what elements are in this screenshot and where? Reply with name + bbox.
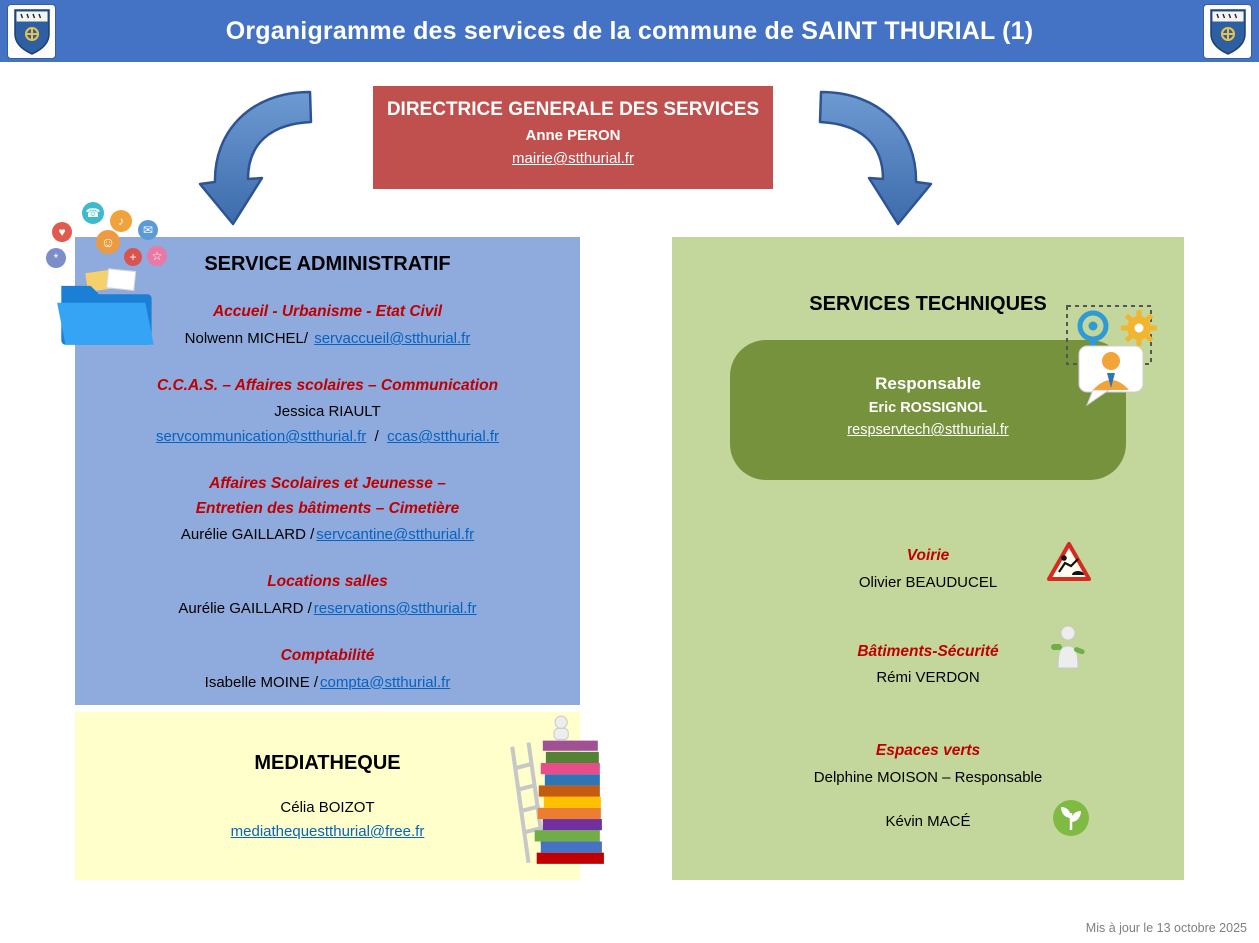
admin-section-comptabilite: Comptabilité Isabelle MOINE /compta@stth… xyxy=(75,644,580,694)
admin-section-ccas: C.C.A.S. – Affaires scolaires – Communic… xyxy=(75,374,580,448)
email-link[interactable]: reservations@stthurial.fr xyxy=(313,599,477,617)
user-icon: ☺ xyxy=(96,230,120,254)
admin-section-accueil: Accueil - Urbanisme - Etat Civil Nolwenn… xyxy=(75,300,580,350)
director-email-link[interactable]: mairie@stthurial.fr xyxy=(512,150,634,167)
team-espaces-verts: Espaces verts Delphine MOISON – Responsa… xyxy=(672,739,1184,832)
email-link[interactable]: servaccueil@stthurial.fr xyxy=(314,329,471,347)
email-link[interactable]: compta@stthurial.fr xyxy=(320,673,451,691)
coat-of-arms-right-icon xyxy=(1204,5,1251,58)
tech-panel-title: SERVICES TECHNIQUES xyxy=(809,293,1047,315)
books-stack-icon xyxy=(510,715,604,864)
contact-name: Aurélie GAILLARD / xyxy=(178,599,312,617)
team-batiments: Bâtiments-Sécurité Rémi VERDON xyxy=(672,640,1184,690)
music-icon: ♪ xyxy=(110,210,132,232)
tech-support-icon xyxy=(1066,305,1157,407)
plant-icon xyxy=(1053,800,1089,836)
mail-icon: ✉ xyxy=(138,220,158,240)
contact-name: Nolwenn MICHEL/ xyxy=(184,329,313,347)
responsable-name: Eric ROSSIGNOL xyxy=(868,400,988,416)
curved-arrow-left-icon xyxy=(198,90,313,226)
role-heading: Affaires Scolaires et Jeunesse – xyxy=(209,474,446,492)
mediatheque-panel: MEDIATHEQUE Célia BOIZOT mediathequestth… xyxy=(75,712,580,880)
last-updated-note: Mis à jour le 13 octobre 2025 xyxy=(1085,921,1247,935)
admin-panel: SERVICE ADMINISTRATIF Accueil - Urbanism… xyxy=(75,237,580,705)
email-link[interactable]: servcantine@stthurial.fr xyxy=(316,526,475,544)
contact-name: Célia BOIZOT xyxy=(280,799,375,816)
role-heading: Espaces verts xyxy=(875,742,981,760)
roadwork-sign-icon xyxy=(1047,542,1091,581)
role-heading: Entretien des bâtiments – Cimetière xyxy=(195,499,460,517)
admin-panel-title: SERVICE ADMINISTRATIF xyxy=(204,253,451,275)
contact-name: Rémi VERDON xyxy=(876,669,980,687)
mediatheque-title: MEDIATHEQUE xyxy=(254,752,401,774)
header-bar: Organigramme des services de la commune … xyxy=(0,0,1259,62)
role-heading: C.C.A.S. – Affaires scolaires – Communic… xyxy=(156,376,499,394)
plus-icon: + xyxy=(124,248,142,266)
role-heading: Locations salles xyxy=(267,573,388,591)
director-box: DIRECTRICE GENERALE DES SERVICES Anne PE… xyxy=(373,86,773,189)
shield-icon xyxy=(1209,8,1246,55)
separator: / xyxy=(366,428,388,446)
team-voirie: Voirie Olivier BEAUDUCEL xyxy=(672,544,1184,594)
email-link[interactable]: servcommunication@stthurial.fr xyxy=(155,428,367,446)
contact-name: Jessica RIAULT xyxy=(274,403,381,421)
responsable-label: Responsable xyxy=(875,374,981,393)
gear-icon: * xyxy=(46,248,66,268)
shield-icon xyxy=(13,8,50,55)
email-link[interactable]: mediathequestthurial@free.fr xyxy=(230,823,425,840)
role-heading: Bâtiments-Sécurité xyxy=(857,642,999,660)
contact-name: Aurélie GAILLARD / xyxy=(180,526,315,544)
admin-section-scolaire: Affaires Scolaires et Jeunesse – Entreti… xyxy=(75,472,580,546)
role-heading: Voirie xyxy=(906,547,950,564)
curved-arrow-right-icon xyxy=(818,90,933,226)
director-title: DIRECTRICE GENERALE DES SERVICES xyxy=(386,99,760,120)
contact-name: Olivier BEAUDUCEL xyxy=(858,573,998,591)
email-link[interactable]: respservtech@stthurial.fr xyxy=(847,422,1009,438)
search-icon: ☆ xyxy=(147,246,167,266)
contact-name: Delphine MOISON – Responsable xyxy=(813,768,1043,786)
role-heading: Accueil - Urbanisme - Etat Civil xyxy=(212,303,443,320)
page-title: Organigramme des services de la commune … xyxy=(225,16,1034,45)
responsable-box: Responsable Eric ROSSIGNOL respservtech@… xyxy=(730,340,1126,480)
folder-icon xyxy=(57,268,154,345)
admin-section-locations: Locations salles Aurélie GAILLARD /reser… xyxy=(75,570,580,620)
worker-figure-icon xyxy=(1051,625,1085,669)
email-link[interactable]: ccas@stthurial.fr xyxy=(387,428,500,446)
tech-panel: SERVICES TECHNIQUES Responsable Eric ROS… xyxy=(672,237,1184,880)
heart-icon: ♥ xyxy=(52,222,72,242)
phone-icon: ☎ xyxy=(82,202,104,224)
contact-name: Kévin MACÉ xyxy=(885,812,971,830)
director-name: Anne PERON xyxy=(525,127,621,144)
coat-of-arms-left-icon xyxy=(8,5,55,58)
contact-name: Isabelle MOINE / xyxy=(204,673,319,691)
role-heading: Comptabilité xyxy=(280,646,375,664)
